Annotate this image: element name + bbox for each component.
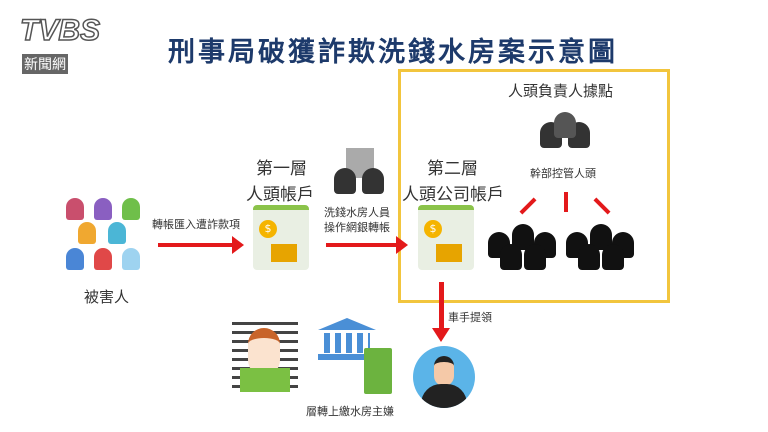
launder-staff-icon xyxy=(332,148,388,198)
launder-line1: 洗錢水房人員 xyxy=(324,206,390,219)
launder-line2: 操作網銀轉帳 xyxy=(324,221,390,234)
arrow-layer1-to-layer2 xyxy=(326,236,408,254)
water-room-box xyxy=(398,69,670,303)
arrow-cadre-mid xyxy=(564,192,568,212)
mule-group-icon xyxy=(566,220,636,270)
victims-label: 被害人 xyxy=(84,288,130,306)
layer1-subtitle: 人頭帳戶 xyxy=(246,185,314,205)
layer1-account-icon: $ xyxy=(253,205,309,270)
tvbs-logo: TVBS 新聞網 xyxy=(19,13,101,74)
transfer-label: 轉帳匯入遭詐款項 xyxy=(152,218,240,231)
layer2-account-icon: $ xyxy=(418,205,474,270)
mule-group-icon xyxy=(488,220,558,270)
arrow-head xyxy=(432,328,450,342)
boss-label: 層轉上繳水房主嫌 xyxy=(306,405,394,418)
mule-label: 車手提領 xyxy=(448,311,492,324)
page-title: 刑事局破獲詐欺洗錢水房案示意圖 xyxy=(168,37,618,68)
bank-icon xyxy=(318,318,376,362)
layer2-title: 第二層 xyxy=(427,159,478,179)
cadre-label: 幹部控管人頭 xyxy=(530,167,596,180)
arrow-victims-to-layer1 xyxy=(158,236,244,254)
cash-icon xyxy=(364,348,392,394)
mule-avatar xyxy=(413,346,475,408)
suspect-mugshot-icon xyxy=(232,322,298,392)
cadre-icon xyxy=(538,106,594,158)
layer2-subtitle: 人頭公司帳戶 xyxy=(402,185,504,205)
victims-icon xyxy=(62,196,150,278)
layer1-title: 第一層 xyxy=(256,159,307,179)
base-label: 人頭負責人據點 xyxy=(508,82,614,100)
arrow-down-to-mule xyxy=(439,282,444,330)
